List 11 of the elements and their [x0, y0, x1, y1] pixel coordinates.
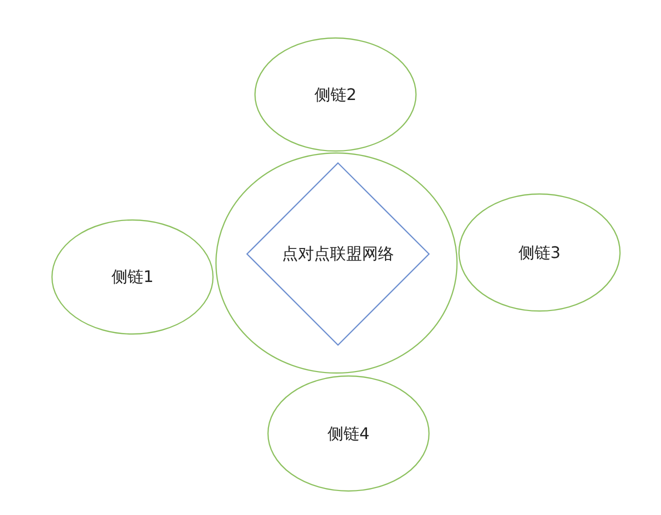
node-label: 点对点联盟网络	[282, 243, 394, 265]
node-label: 侧链4	[327, 422, 370, 444]
node-label: 侧链1	[111, 266, 154, 288]
ellipse-node	[254, 37, 417, 152]
node-label: 侧链2	[314, 84, 357, 106]
ellipse-node	[458, 193, 621, 312]
ellipse-node	[215, 152, 458, 374]
decision-diamond	[246, 162, 430, 346]
ellipse-node	[51, 219, 214, 335]
ellipse-node	[267, 375, 430, 492]
node-label: 侧链3	[518, 242, 561, 264]
